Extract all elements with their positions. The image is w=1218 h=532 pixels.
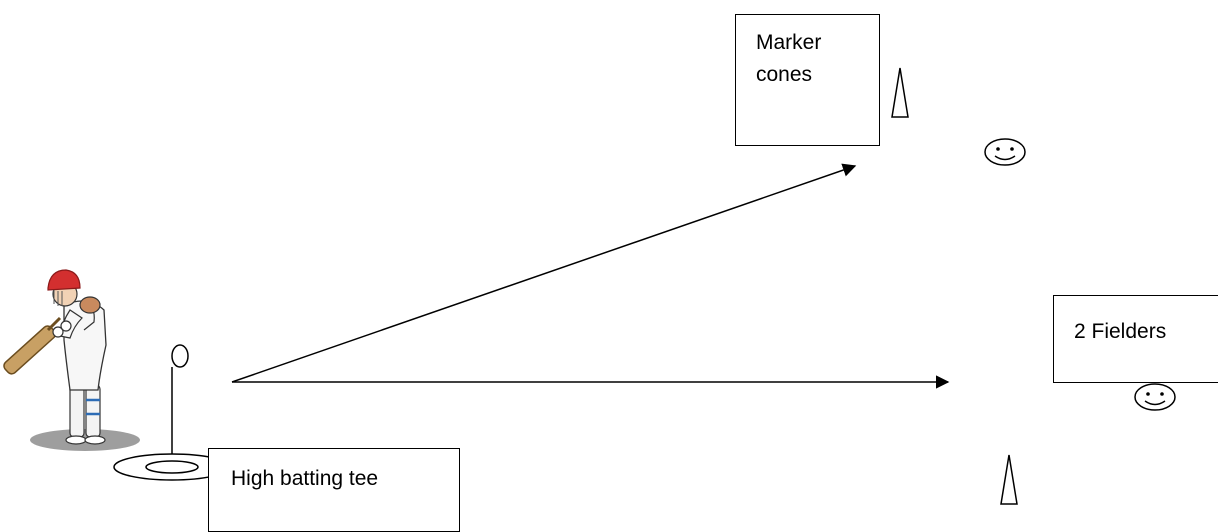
marker-cone-icon <box>891 67 909 118</box>
ball-icon <box>171 344 189 368</box>
fielders-label: 2 Fielders <box>1053 295 1218 383</box>
helmet-icon <box>47 269 81 291</box>
fielder-smiley-icon <box>984 138 1026 166</box>
marker-cones-text: Marker cones <box>756 31 822 86</box>
marker-cones-label: Marker cones <box>735 14 880 146</box>
marker-cone-icon <box>1000 454 1018 505</box>
high-batting-tee-text: High batting tee <box>231 467 379 490</box>
high-batting-tee-label: High batting tee <box>208 448 460 532</box>
bat-icon <box>3 316 62 375</box>
fielders-text: 2 Fielders <box>1074 320 1167 343</box>
batsman-icon <box>3 269 140 451</box>
fielder-smiley-icon <box>1134 383 1176 411</box>
arrow-icon <box>231 163 857 383</box>
batting-tee-icon <box>113 344 231 481</box>
